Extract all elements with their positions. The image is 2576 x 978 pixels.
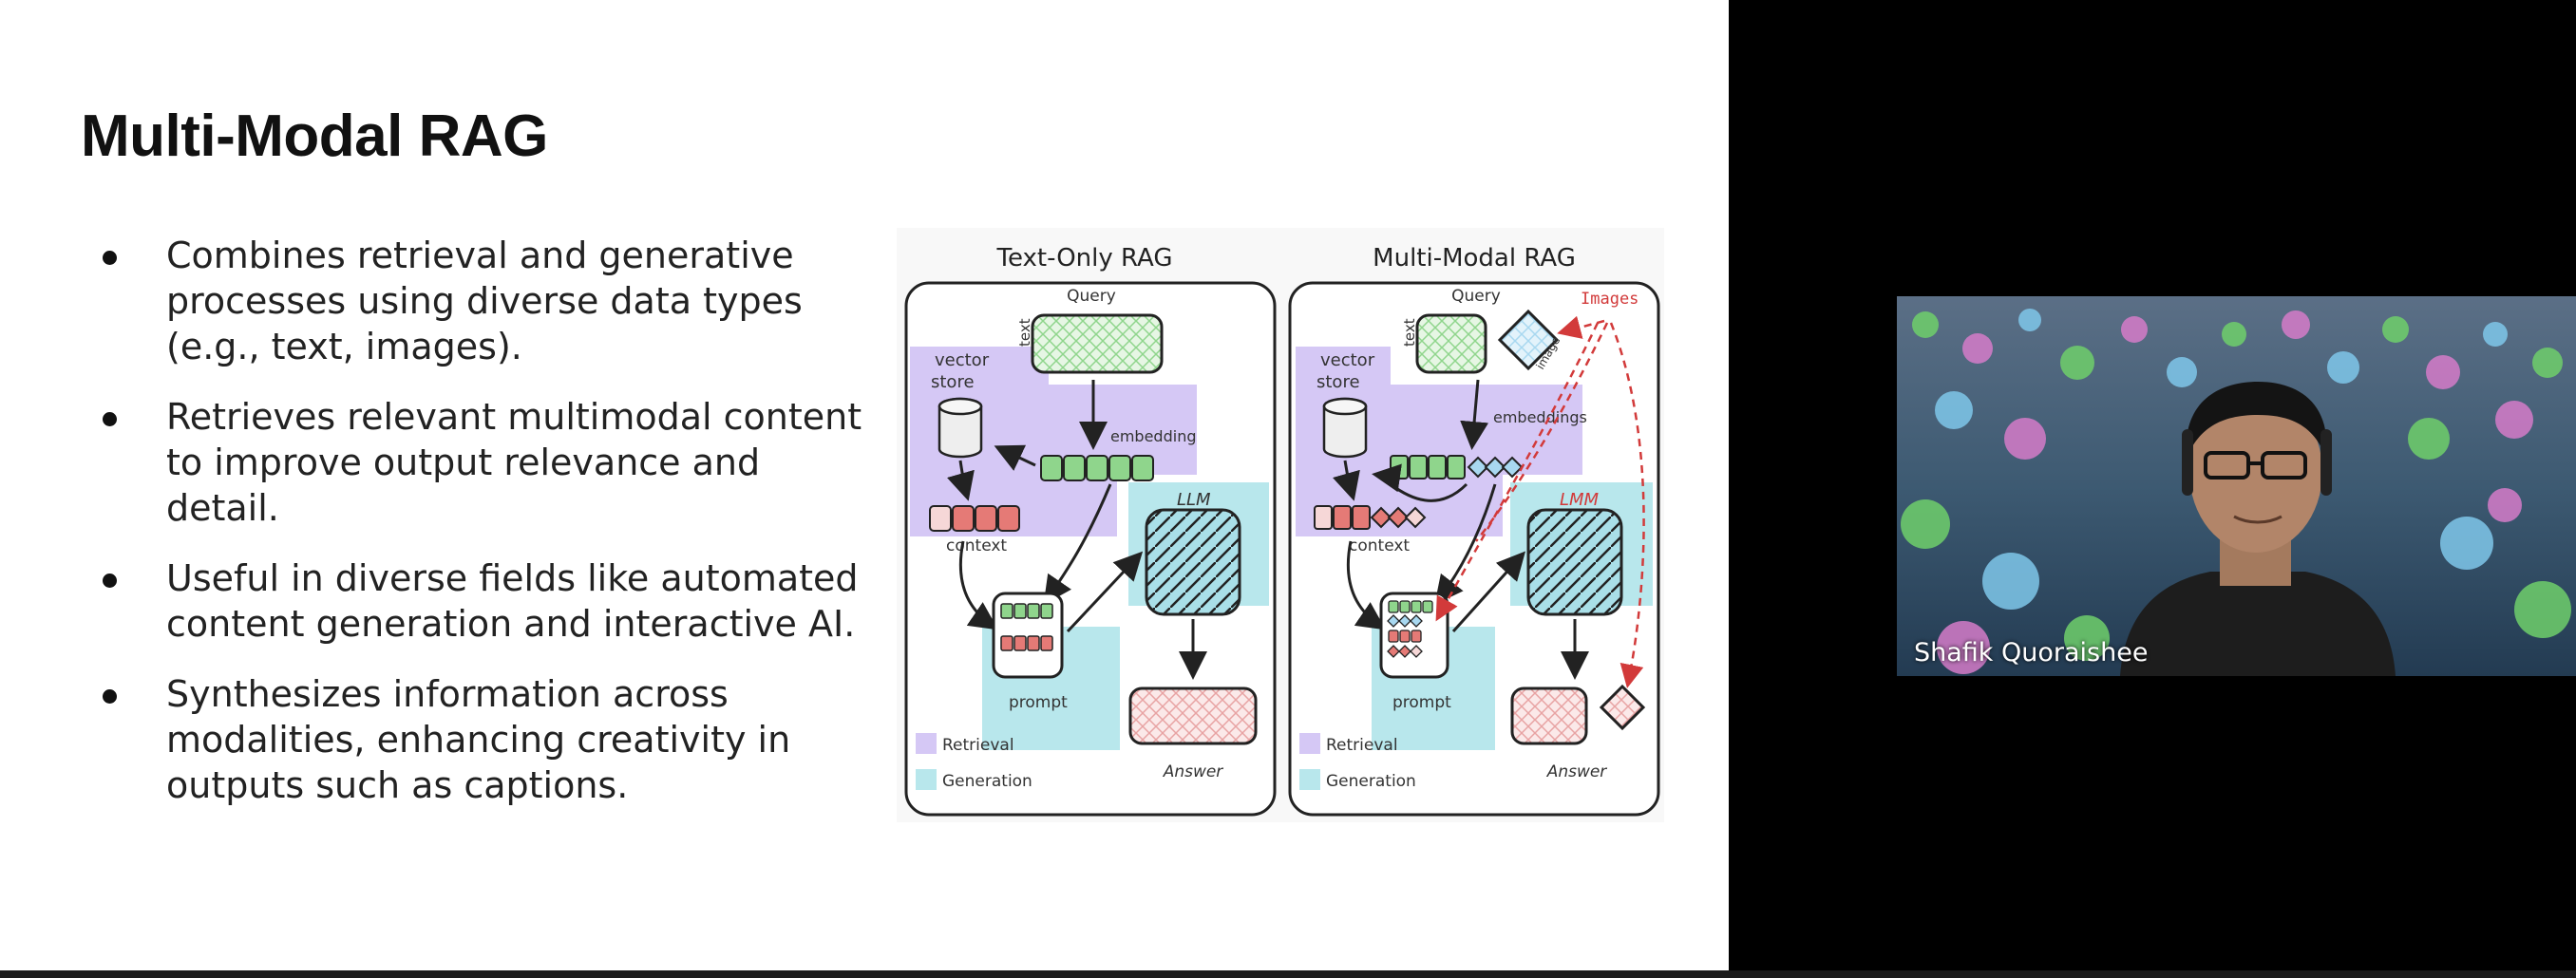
lmm-box (1526, 508, 1623, 616)
bullet-line: content generation and interactive AI. (166, 603, 856, 645)
bullet-line: Retrieves relevant multimodal content (166, 396, 862, 438)
query-image-diamond (1497, 309, 1560, 371)
bullet-dot-icon (103, 689, 117, 704)
prompt-green-row (1000, 603, 1053, 619)
bullet-dot-icon (103, 412, 117, 426)
bottom-bar (0, 970, 2576, 978)
query-label-mm: Query (1451, 287, 1501, 306)
bullet-dot-icon (103, 251, 117, 265)
vector-store-label-mm-2: store (1316, 372, 1360, 392)
multi-modal-rag-panel: Multi-Modal RAG vector store Query text … (1288, 244, 1660, 817)
bullet-line: processes using diverse data types (166, 280, 803, 322)
context-vector-mm (1314, 505, 1427, 530)
embeddings-vector (1390, 455, 1524, 480)
rag-diagram: Text-Only RAG vector store Query text em… (897, 228, 1664, 822)
retrieval-swatch-mm (1299, 733, 1320, 754)
context-label: context (946, 536, 1007, 555)
context-label-mm: context (1349, 536, 1410, 555)
prompt-red-row (1000, 635, 1053, 651)
right-panel-title: Multi-Modal RAG (1373, 244, 1576, 273)
slide-title: Multi-Modal RAG (81, 103, 548, 169)
images-label: Images (1581, 290, 1638, 309)
prompt-mm-contents (1387, 600, 1433, 658)
participant-video[interactable] (1897, 296, 2576, 676)
answer-text-box (1510, 686, 1588, 745)
text-label-mm: text (1401, 318, 1418, 347)
lmm-label: LMM (1560, 490, 1600, 510)
vector-store-label: vector (935, 350, 990, 370)
bullet-line: modalities, enhancing creativity in (166, 719, 791, 761)
retrieval-legend: Retrieval (942, 736, 1014, 755)
text-only-rag-panel: Text-Only RAG vector store Query text em… (904, 244, 1277, 817)
embedding-label: embedding (1110, 427, 1196, 445)
answer-label: Answer (1163, 762, 1224, 781)
retrieval-legend-mm: Retrieval (1326, 736, 1398, 755)
generation-legend-mm: Generation (1326, 772, 1416, 791)
llm-label: LLM (1177, 490, 1211, 510)
presentation-slide: Multi-Modal RAG Combines retrieval and g… (0, 0, 1729, 970)
llm-box (1145, 508, 1241, 616)
text-label: text (1016, 318, 1033, 347)
answer-image-diamond (1599, 684, 1646, 731)
left-panel-title: Text-Only RAG (996, 244, 1173, 273)
prompt-label: prompt (1009, 693, 1068, 712)
bullet-line: outputs such as captions. (166, 764, 629, 806)
bullet-line: (e.g., text, images). (166, 326, 522, 367)
bullet-line: Useful in diverse fields like automated (166, 557, 859, 599)
vector-store-label-mm: vector (1320, 350, 1375, 370)
bullet-line: Combines retrieval and generative (166, 235, 794, 276)
participant-name: Shafik Quoraishee (1914, 638, 2149, 668)
bullet-line: to improve output relevance and detail. (166, 442, 761, 529)
embeddings-label: embeddings (1493, 408, 1587, 426)
query-text-box (1415, 313, 1487, 374)
prompt-label-mm: prompt (1392, 693, 1451, 712)
answer-label-mm: Answer (1546, 762, 1608, 781)
generation-swatch-mm (1299, 769, 1320, 790)
context-vector (929, 505, 1020, 532)
query-box (1031, 313, 1164, 374)
generation-swatch (916, 769, 937, 790)
bullet-dot-icon (103, 574, 117, 588)
person-silhouette (2120, 382, 2396, 676)
vector-store-label-2: store (931, 372, 975, 392)
embedding-vector (1040, 455, 1154, 481)
bullet-line: Synthesizes information across (166, 673, 729, 715)
query-label: Query (1067, 287, 1116, 306)
retrieval-swatch (916, 733, 937, 754)
generation-legend: Generation (942, 772, 1032, 791)
answer-box (1128, 686, 1258, 745)
